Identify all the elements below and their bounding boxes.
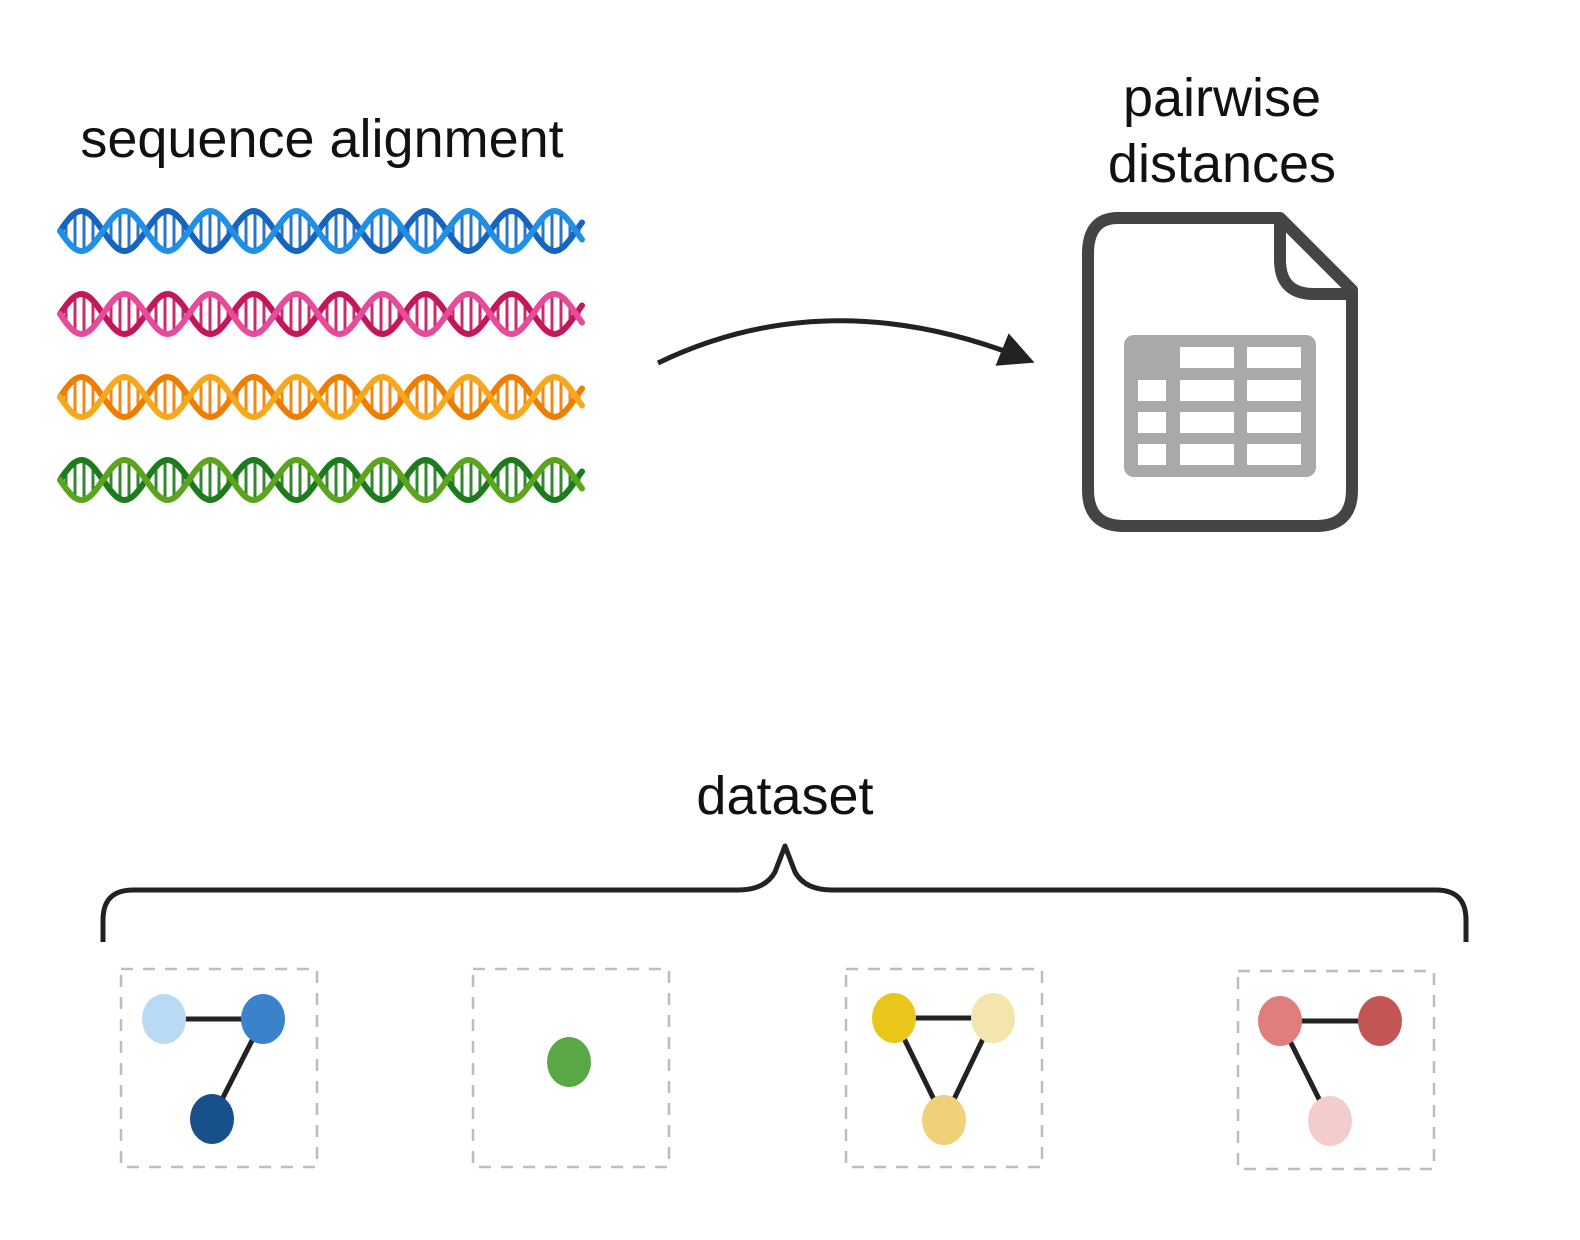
dashed-box [119,967,319,1169]
graph-node [547,1037,591,1087]
graph-component [471,967,671,1169]
dna-strand-icon [57,373,585,421]
graph-node [142,994,186,1044]
dashed-box [844,967,1044,1169]
dataset-label: dataset [696,766,873,826]
pairwise-distances-label-line2: distances [1108,134,1336,194]
graph-node [1308,1096,1352,1146]
graph-components [119,967,1436,1171]
dna-sequences [57,207,585,504]
dashed-box [471,967,671,1169]
graph-component [1236,969,1436,1171]
graph-component [119,967,319,1169]
graph-node [241,994,285,1044]
pairwise-distances-label-line1: pairwise [1123,68,1321,128]
dna-strand-icon [57,456,585,504]
graph-node [1358,996,1402,1046]
dataset-brace [100,843,1469,942]
curved-arrow [656,318,1035,366]
sequence-alignment-label: sequence alignment [80,109,563,169]
dna-strand-icon [57,290,585,338]
dna-strand-icon [57,207,585,255]
dashed-box [1236,969,1436,1171]
graph-node [1258,996,1302,1046]
spreadsheet-file-icon [1082,212,1358,532]
graph-component [844,967,1044,1169]
graph-node [971,993,1015,1043]
graph-node [872,993,916,1043]
graph-node [190,1094,234,1144]
graph-node [922,1095,966,1145]
